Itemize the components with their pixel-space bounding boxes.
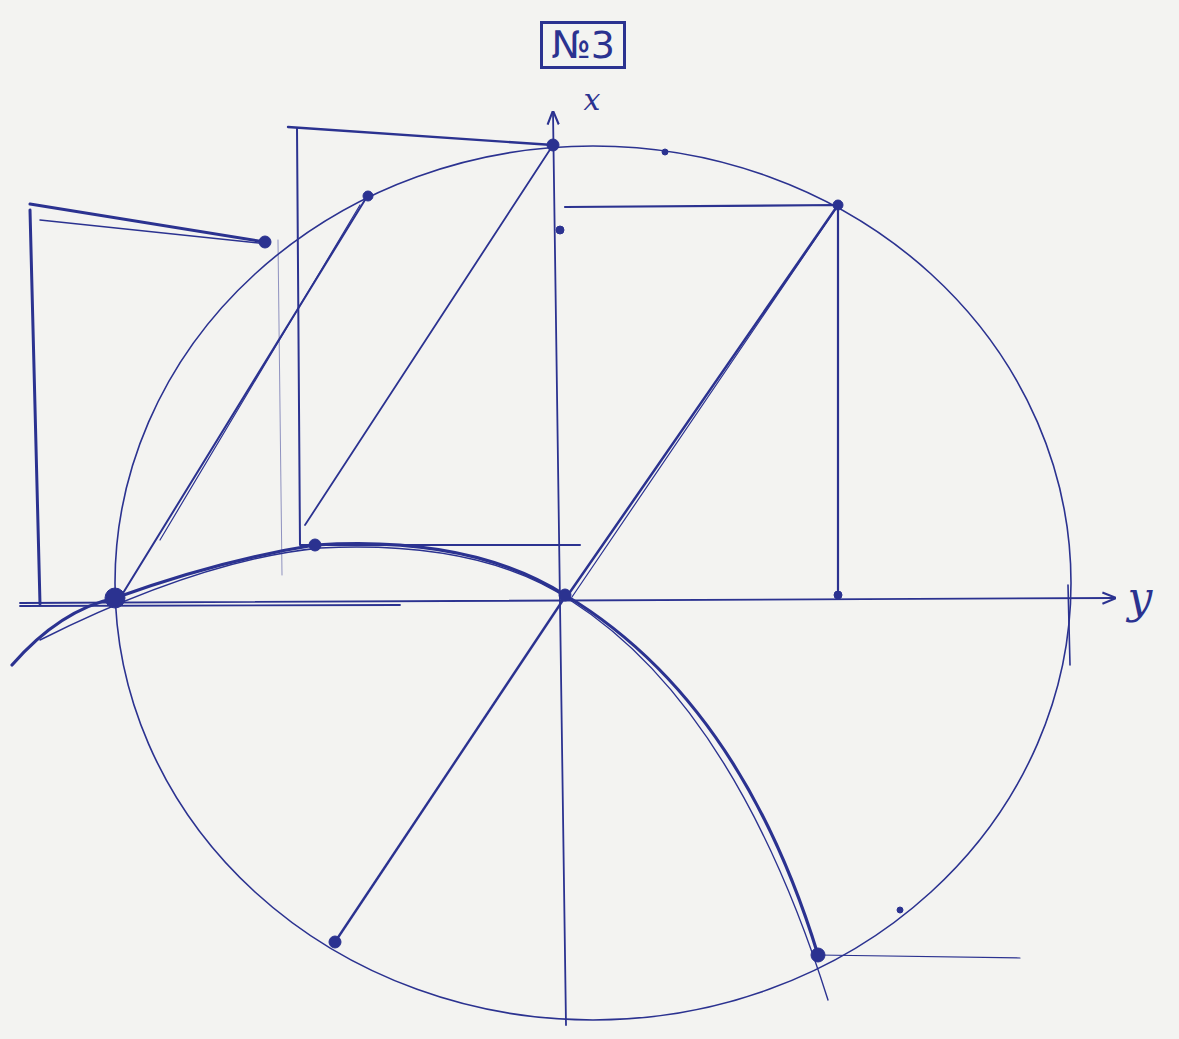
- projection-box: [297, 128, 580, 545]
- radius-line: [305, 145, 553, 525]
- figure-number: №3: [540, 21, 626, 69]
- point: [259, 236, 271, 248]
- point: [897, 907, 903, 913]
- projection-box: [565, 205, 838, 595]
- projection-box: [40, 220, 268, 244]
- radius-line: [572, 210, 835, 597]
- radius-line: [160, 205, 360, 540]
- arc: [12, 544, 818, 955]
- radius-line: [335, 597, 565, 942]
- circle: [115, 146, 1071, 1020]
- projection-box: [30, 210, 40, 604]
- point: [811, 948, 825, 962]
- point: [834, 591, 842, 599]
- point: [363, 191, 373, 201]
- point: [662, 149, 668, 155]
- axis-label: x: [584, 85, 601, 115]
- point: [329, 936, 341, 948]
- x-axis: [553, 112, 566, 1025]
- projection-box: [288, 127, 553, 145]
- tangent-line: [818, 955, 1020, 958]
- origin-point: [559, 589, 571, 601]
- projection-box: [20, 605, 400, 606]
- radius-line: [120, 195, 368, 598]
- point: [556, 226, 564, 234]
- point: [105, 588, 125, 608]
- axis-label: y: [1128, 576, 1153, 620]
- tick: [1068, 585, 1070, 665]
- point: [833, 200, 843, 210]
- point: [547, 139, 559, 151]
- radius-line: [568, 205, 838, 595]
- point: [309, 539, 321, 551]
- sketch-line: [278, 240, 282, 575]
- arc: [40, 547, 828, 1000]
